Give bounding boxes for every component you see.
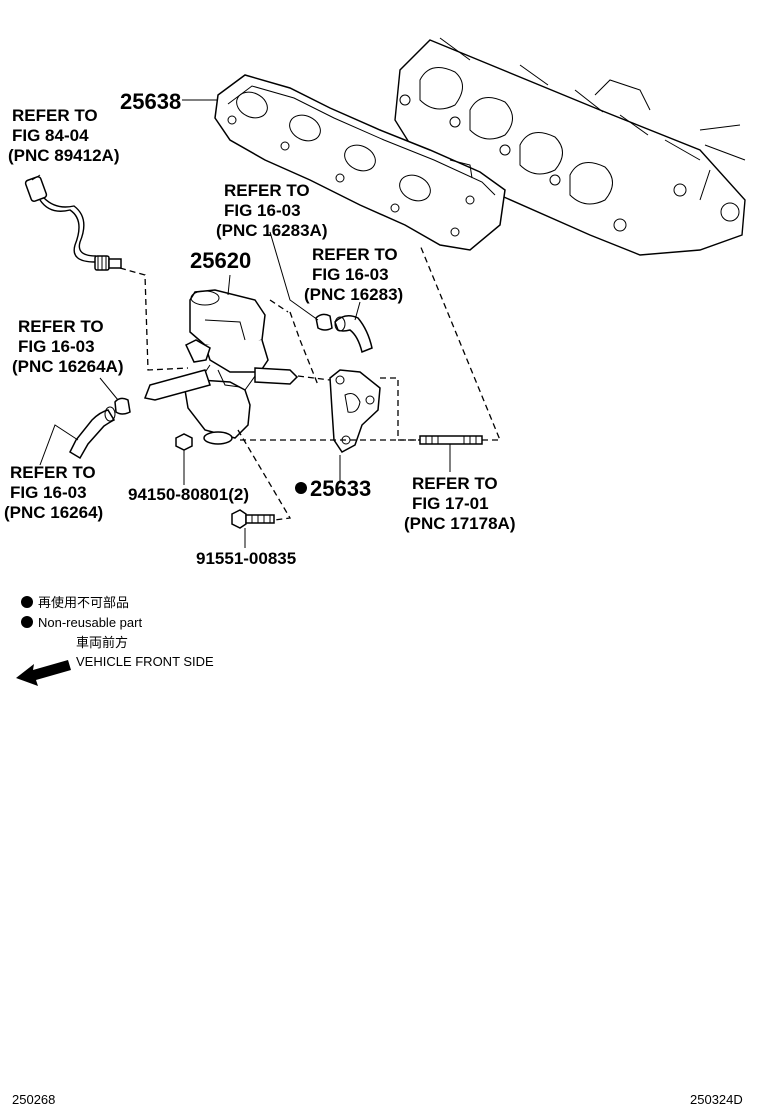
nut-illustration [175,433,193,451]
part-number-bolt: 91551-00835 [196,549,296,568]
ref-hose-left-line3: (PNC 16264) [4,503,103,522]
nonreusable-marker [295,482,307,494]
ref-sensor-line3: (PNC 89412A) [8,146,120,165]
clamp-left-illustration [114,397,131,415]
ref-hose-top-line3: (PNC 16283) [304,285,403,304]
ref-sensor-line2: FIG 84-04 [12,126,89,145]
part-number-nut: 94150-80801(2) [128,485,249,504]
clamp-top-illustration [315,313,333,331]
leader-lines [31,99,501,548]
ref-stud-line1: REFER TO [412,474,498,493]
ref-sensor-line1: REFER TO [12,106,98,125]
legend-nonreusable-jp: 再使用不可部品 [38,595,129,610]
oxygen-sensor-illustration [24,176,122,271]
legend-dot-en [21,616,33,628]
part-number-egr-valve: 25620 [190,248,251,273]
part-number-manifold-gasket: 25638 [120,89,181,114]
ref-clamp-top-line1: REFER TO [224,181,310,200]
part-number-egr-gasket: 25633 [310,476,371,501]
legend-front-en: VEHICLE FRONT SIDE [76,654,214,669]
ref-clamp-left-line2: FIG 16-03 [18,337,95,356]
legend-dot-jp [21,596,33,608]
footer-left-code: 250268 [12,1092,55,1107]
egr-gasket-illustration [329,369,381,453]
cylinder-head-illustration [394,37,746,256]
ref-clamp-left-line3: (PNC 16264A) [12,357,124,376]
ref-stud-line2: FIG 17-01 [412,494,489,513]
front-direction-arrow-icon [16,660,71,686]
ref-hose-left-line2: FIG 16-03 [10,483,87,502]
ref-clamp-top-line3: (PNC 16283A) [216,221,328,240]
ref-stud-line3: (PNC 17178A) [404,514,516,533]
ref-hose-top-line2: FIG 16-03 [312,265,389,284]
bolt-illustration [231,509,275,529]
hose-left-illustration [69,406,116,460]
legend-front-jp: 車両前方 [76,635,128,650]
hose-top-illustration [334,315,373,354]
manifold-gasket-illustration [214,74,506,251]
ref-hose-top-line1: REFER TO [312,245,398,264]
ref-hose-left-line1: REFER TO [10,463,96,482]
ref-clamp-top-line2: FIG 16-03 [224,201,301,220]
egr-valve-illustration [143,289,299,445]
ref-clamp-left-line1: REFER TO [18,317,104,336]
stud-illustration [419,435,483,445]
legend-nonreusable-en: Non-reusable part [38,615,142,630]
footer-right-code: 250324D [690,1092,743,1107]
